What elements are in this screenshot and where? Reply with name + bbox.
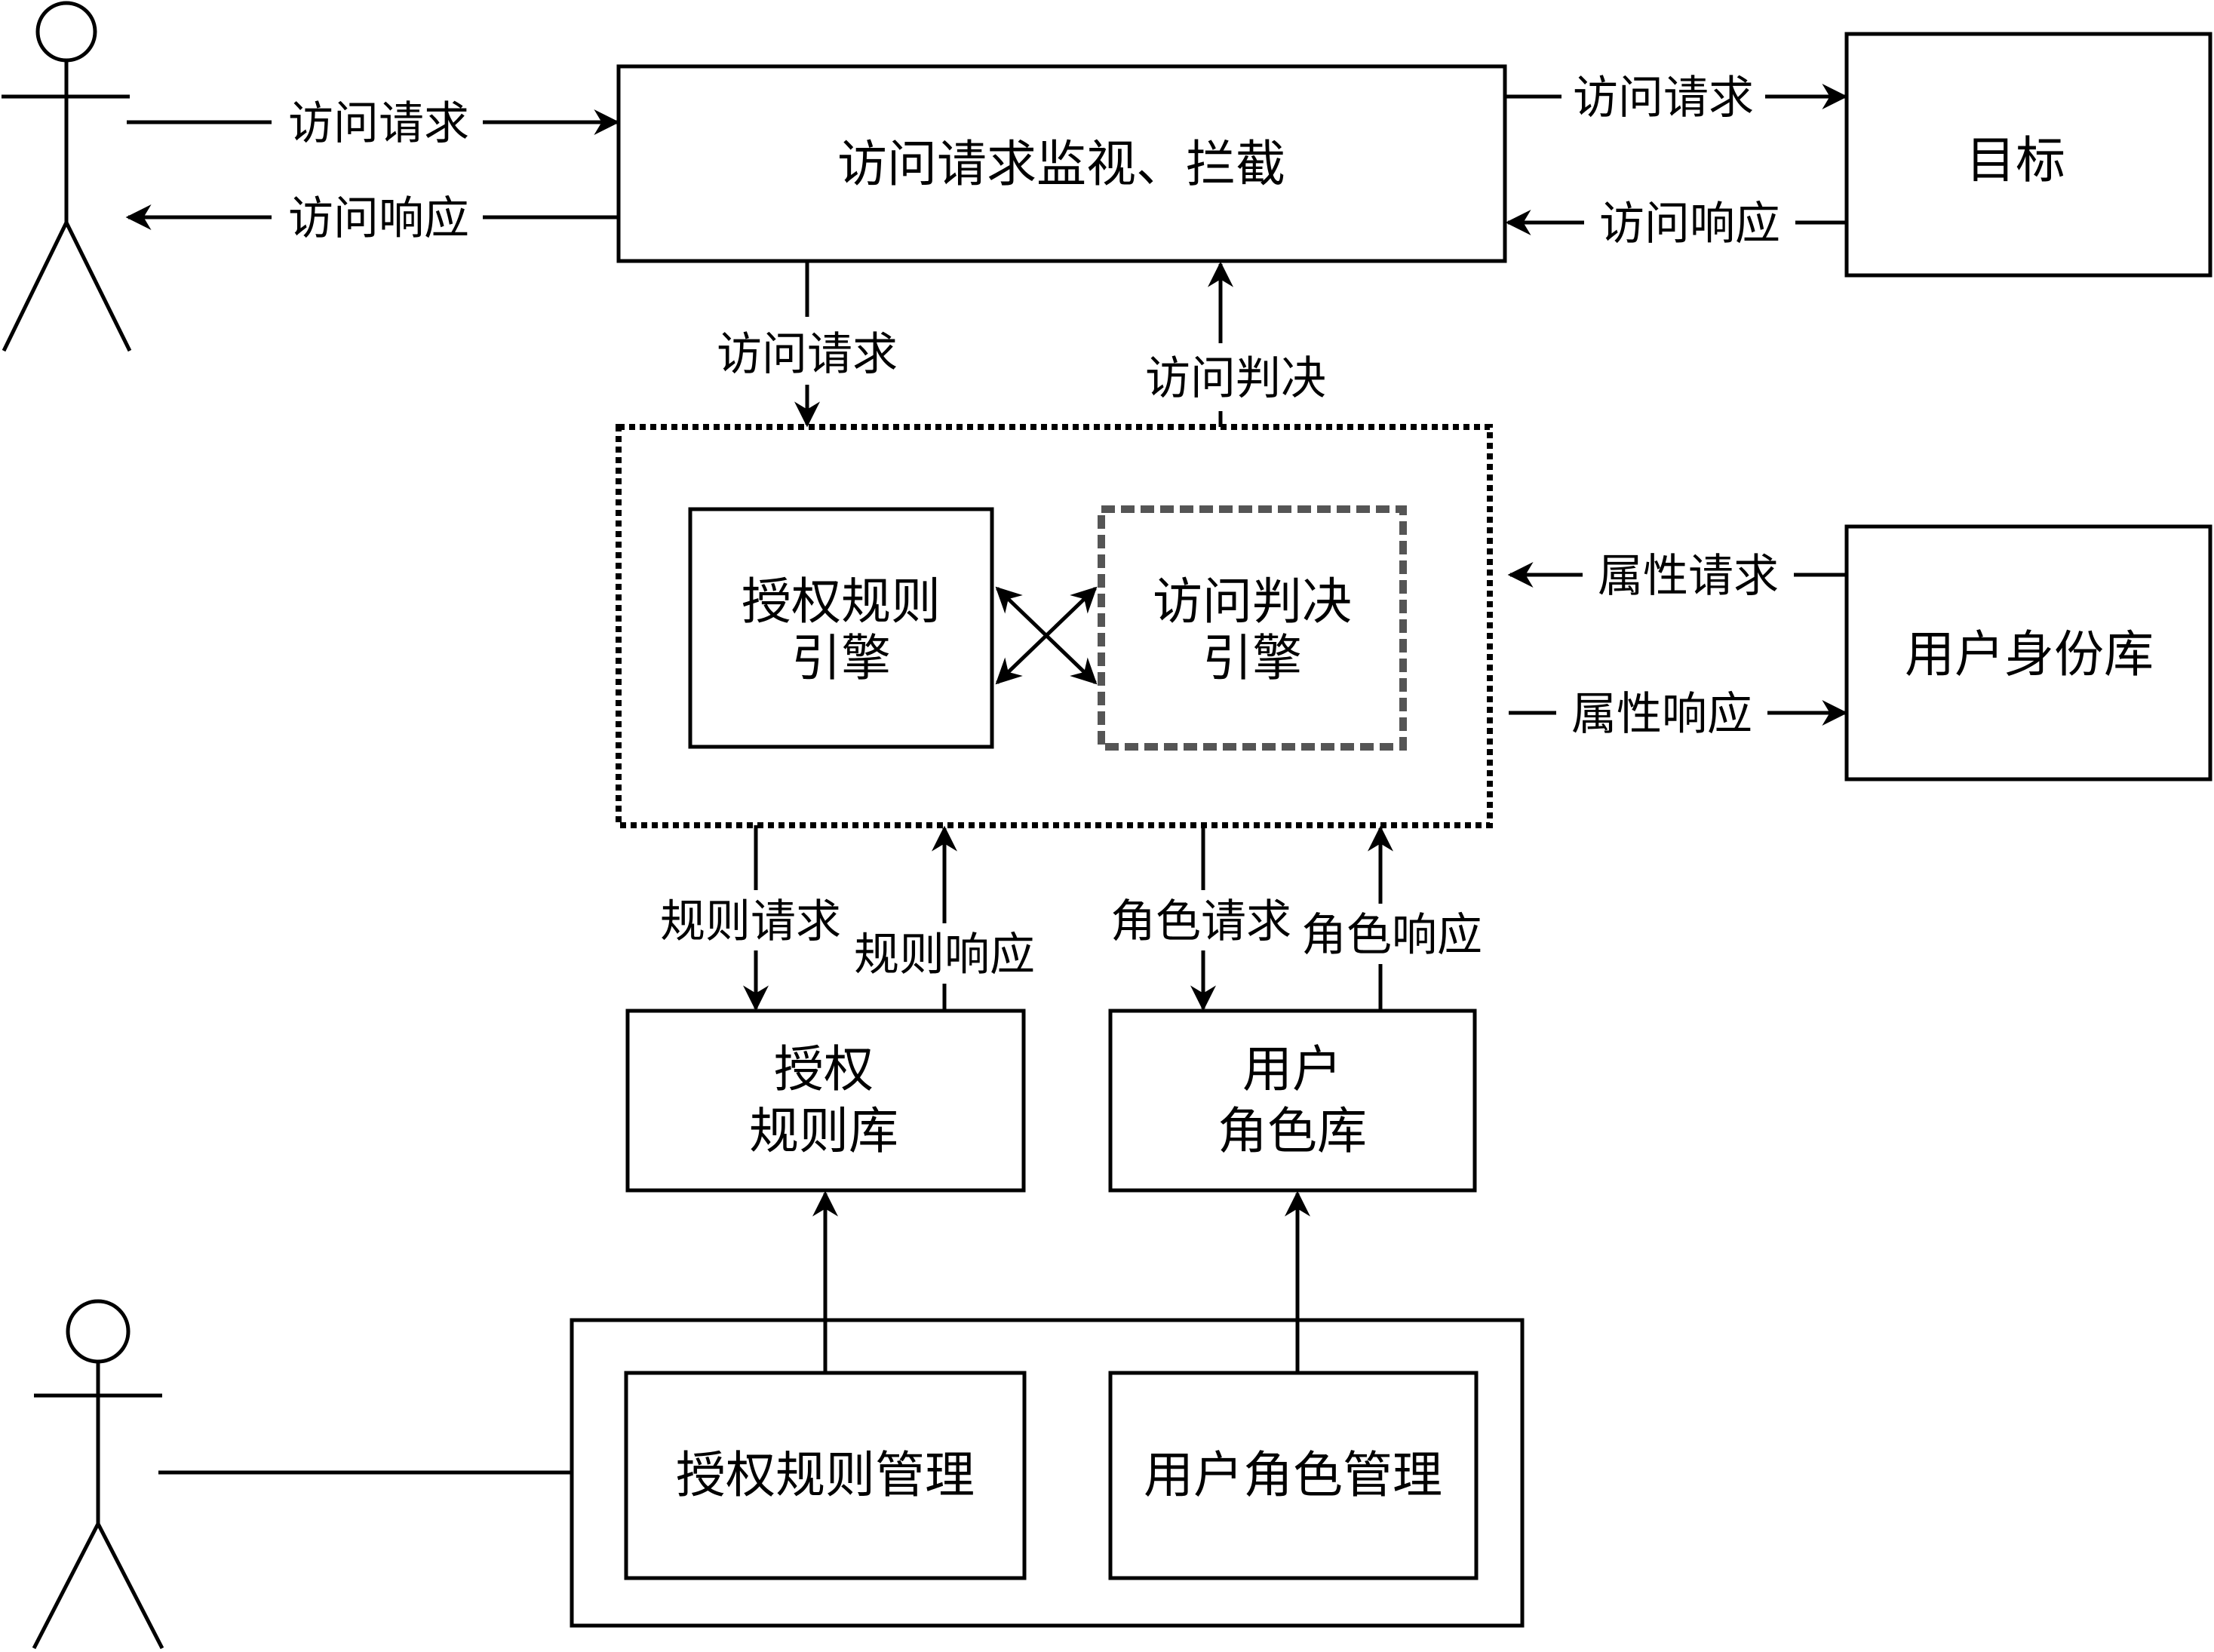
decision-engine-box: 访问判决 引擎: [1098, 505, 1407, 751]
monitor-label: 访问请求监视、拦截: [837, 135, 1285, 193]
target-label: 目标: [1966, 131, 2065, 189]
target-access-response-label: 访问响应: [1599, 198, 1780, 250]
user-access-request-label: 访问请求: [288, 97, 469, 150]
rule-response-label: 规则响应: [854, 929, 1035, 981]
edge-engine-access-request: 访问请求: [702, 261, 913, 428]
attr-response-label: 属性响应: [1571, 688, 1752, 741]
monitor-box: 访问请求监视、拦截: [616, 64, 1507, 263]
role-db-label-line1: 用户: [1242, 1040, 1342, 1098]
rule-mgmt-box: 授权规则管理: [624, 1371, 1027, 1580]
identity-db-box: 用户身份库: [1844, 524, 2212, 781]
engine-access-decision-label: 访问判决: [1145, 352, 1326, 405]
decision-engine-label-line2: 引擎: [1202, 629, 1302, 687]
edge-engine-access-decision: 访问判决: [1116, 261, 1328, 427]
edge-rule-request: 规则请求: [649, 825, 849, 1012]
identity-db-label: 用户身份库: [1905, 625, 2154, 683]
engine-container: [616, 424, 1493, 828]
engine-access-request-label: 访问请求: [717, 328, 898, 381]
target-box: 目标: [1844, 32, 2212, 278]
requester-actor-icon: [2, 1, 132, 352]
target-access-request-label: 访问请求: [1573, 72, 1754, 124]
user-access-response-label: 访问响应: [288, 192, 469, 245]
edge-attr-response: 属性响应: [1509, 681, 1848, 742]
decision-engine-label-line1: 访问判决: [1153, 573, 1352, 631]
edge-target-access-request: 访问请求: [1506, 65, 1848, 125]
role-mgmt-box: 用户角色管理: [1108, 1371, 1479, 1580]
administrator-actor-icon: [32, 1299, 164, 1650]
edge-attr-request: 属性请求: [1507, 543, 1847, 603]
rule-engine-label-line1: 授权规则: [742, 573, 941, 631]
edge-role-request: 角色请求: [1101, 825, 1301, 1012]
edge-user-access-response: 访问响应: [125, 184, 619, 245]
role-db-box: 用户 角色库: [1108, 1009, 1477, 1193]
attr-request-label: 属性请求: [1598, 550, 1779, 603]
rule-db-label-line1: 授权: [774, 1040, 874, 1098]
rule-db-label-line2: 规则库: [749, 1102, 898, 1160]
rule-mgmt-label: 授权规则管理: [676, 1446, 975, 1504]
edge-role-response: 角色响应: [1294, 825, 1494, 1011]
role-response-label: 角色响应: [1301, 909, 1482, 962]
role-mgmt-label: 用户角色管理: [1144, 1446, 1442, 1504]
rule-request-label: 规则请求: [660, 895, 841, 948]
edge-target-access-response: 访问响应: [1505, 191, 1847, 251]
rule-db-box: 授权 规则库: [625, 1009, 1026, 1193]
edge-rule-response: 规则响应: [845, 825, 1045, 1011]
edge-user-access-request: 访问请求: [127, 89, 620, 150]
rule-engine-label-line2: 引擎: [791, 629, 891, 687]
role-request-label: 角色请求: [1110, 895, 1291, 948]
rule-engine-box: 授权规则 引擎: [688, 507, 994, 749]
role-db-label-line2: 角色库: [1218, 1102, 1367, 1160]
engine-interaction-arrows: [995, 586, 1098, 685]
